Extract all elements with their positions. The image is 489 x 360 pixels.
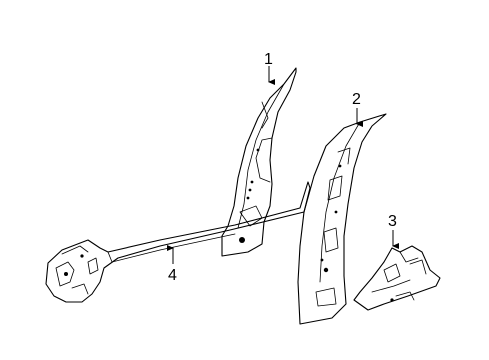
a-pillar-part <box>221 67 297 257</box>
callout-2: 2 <box>352 91 361 108</box>
callout-4: 4 <box>168 267 177 284</box>
rocker-panel-part <box>45 181 311 303</box>
callout-labels: 1 2 3 4 <box>168 51 397 284</box>
callout-3: 3 <box>388 213 397 230</box>
callout-leaders <box>167 66 399 264</box>
callout-1: 1 <box>264 51 273 68</box>
lower-bracket-part <box>353 245 441 311</box>
b-pillar-part <box>297 113 387 325</box>
